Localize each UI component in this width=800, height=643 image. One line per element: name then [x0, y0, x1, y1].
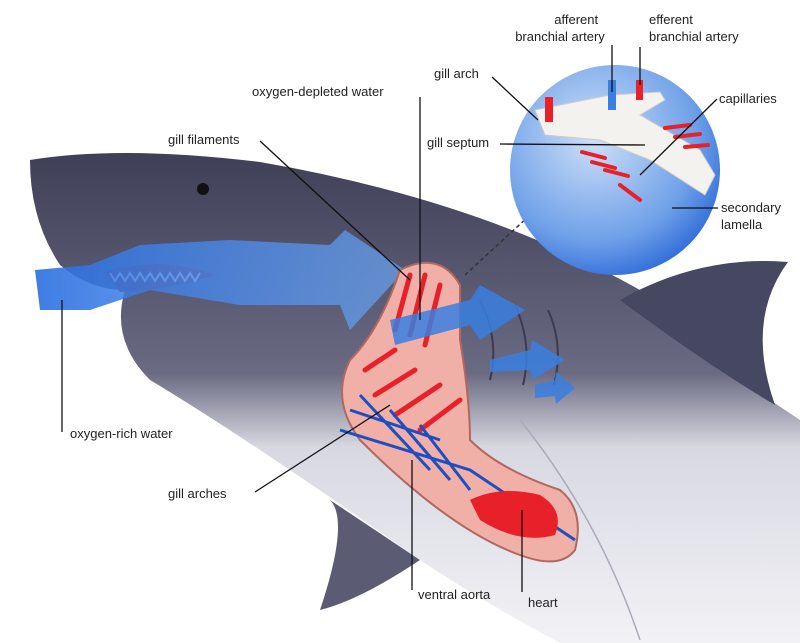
lateral-line [519, 419, 641, 641]
magnifier-connector [464, 214, 531, 276]
oxygen-depleted-water-arrows [390, 285, 575, 404]
gill-arch-structure [534, 91, 716, 196]
arch-vessel-red [545, 97, 553, 122]
dorsal-fin [620, 261, 788, 405]
label-gill-filaments: gill filaments [168, 132, 240, 147]
lamellae [580, 123, 710, 202]
label-efferent-branchial-artery: efferent branchial artery [649, 12, 739, 44]
leader-lines [61, 45, 718, 592]
shark-eye [197, 183, 209, 195]
label-oxygen-depleted-water: oxygen-depleted water [252, 84, 384, 99]
label-capillaries: capillaries [719, 91, 777, 106]
label-gill-arch: gill arch [434, 66, 479, 81]
heart-organ [470, 491, 558, 538]
label-heart: heart [528, 595, 558, 610]
magnified-gill-detail [464, 65, 720, 276]
label-gill-septum: gill septum [427, 135, 489, 150]
label-secondary-lamella: secondary lamella [721, 200, 785, 232]
gill-arch-vessels [339, 393, 576, 542]
label-ventral-aorta: ventral aorta [418, 587, 491, 602]
gill-cavity-cutaway [339, 261, 579, 563]
label-afferent-branchial-artery: afferent branchial artery [515, 12, 605, 44]
afferent-vessel [608, 80, 616, 110]
label-oxygen-rich-water: oxygen-rich water [70, 426, 173, 441]
efferent-vessel [636, 80, 643, 100]
label-gill-arches: gill arches [168, 486, 227, 501]
oxygen-rich-water-arrow [35, 230, 405, 330]
pectoral-fin [320, 500, 420, 610]
